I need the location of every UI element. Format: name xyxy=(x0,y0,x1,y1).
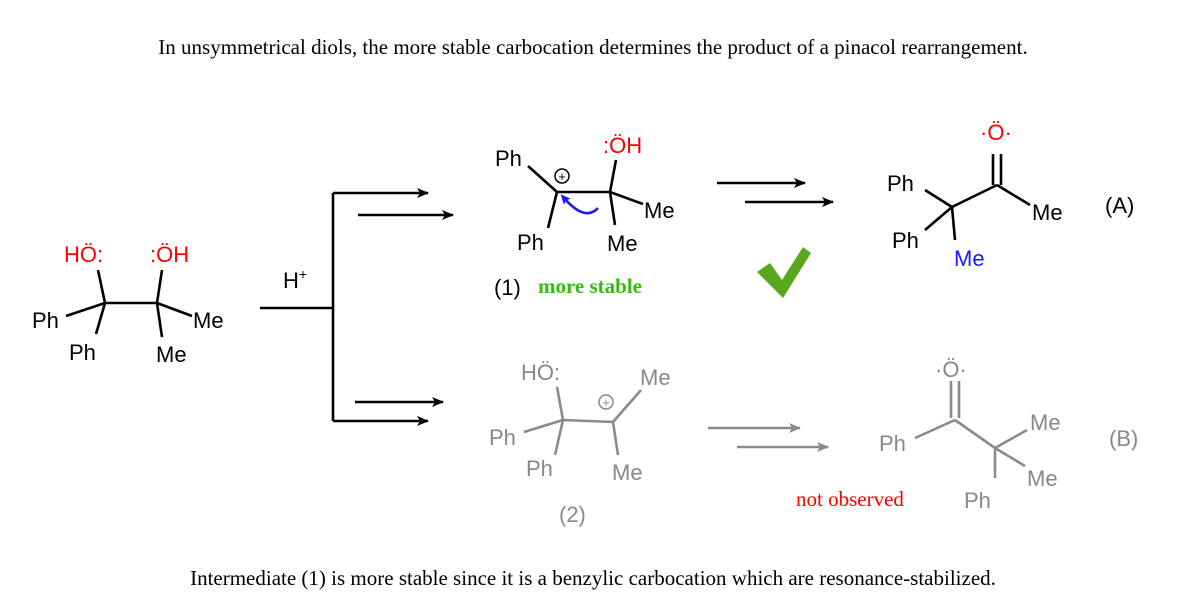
intermediate-1: + Ph Ph :ÖH Me Me (1) more stable xyxy=(494,133,675,300)
intermediate-number: (2) xyxy=(559,502,586,527)
phenyl: Ph xyxy=(489,425,516,450)
phenyl: Ph xyxy=(892,228,919,253)
methyl-shift-arrow xyxy=(560,194,599,215)
methyl: Me xyxy=(1032,200,1063,225)
hydroxyl: HÖ: xyxy=(521,360,560,385)
footer-note: Intermediate (1) is more stable since it… xyxy=(190,566,996,590)
phenyl: Ph xyxy=(517,230,544,255)
charge: + xyxy=(558,169,566,184)
product-a: ·Ö· Ph Ph Me Me (A) xyxy=(887,120,1134,271)
phenyl: Ph xyxy=(526,456,553,481)
branch-line xyxy=(260,193,335,421)
stability-note: more stable xyxy=(538,274,642,298)
hydroxyl-left: HÖ: xyxy=(64,242,103,267)
intermediate-number: (1) xyxy=(494,275,521,300)
methyl: Me xyxy=(193,308,224,333)
checkmark-icon xyxy=(757,247,811,298)
charge: + xyxy=(602,395,610,410)
product-b: ·Ö· Ph Me Me Ph (B) not observed xyxy=(796,357,1138,513)
carbocation-charge-icon xyxy=(554,168,570,184)
methyl: Me xyxy=(644,198,675,223)
carbonyl-oxygen: ·Ö· xyxy=(980,120,1012,145)
methyl: Me xyxy=(612,460,643,485)
migrated-methyl: Me xyxy=(954,246,985,271)
methyl: Me xyxy=(1030,410,1061,435)
phenyl: Ph xyxy=(879,431,906,456)
phenyl: Ph xyxy=(887,171,914,196)
intermediate-2: + HÖ: Me Me Ph Ph (2) xyxy=(489,360,671,527)
phenyl: Ph xyxy=(69,340,96,365)
hydroxyl: :ÖH xyxy=(603,133,642,158)
carbonyl-oxygen: ·Ö· xyxy=(935,357,967,382)
title: In unsymmetrical diols, the more stable … xyxy=(158,35,1027,59)
methyl: Me xyxy=(156,342,187,367)
phenyl: Ph xyxy=(495,146,522,171)
methyl: Me xyxy=(1027,466,1058,491)
carbocation-charge-icon xyxy=(598,394,614,410)
not-observed-note: not observed xyxy=(796,487,904,511)
methyl: Me xyxy=(607,231,638,256)
reagent-acid: H+ xyxy=(283,266,307,293)
phenyl: Ph xyxy=(964,488,991,513)
product-label: (A) xyxy=(1105,193,1134,218)
hydroxyl-right: :ÖH xyxy=(150,242,189,267)
product-label: (B) xyxy=(1109,426,1138,451)
methyl: Me xyxy=(640,365,671,390)
phenyl: Ph xyxy=(32,308,59,333)
starting-diol: HÖ: :ÖH Ph Ph Me Me xyxy=(32,242,224,367)
